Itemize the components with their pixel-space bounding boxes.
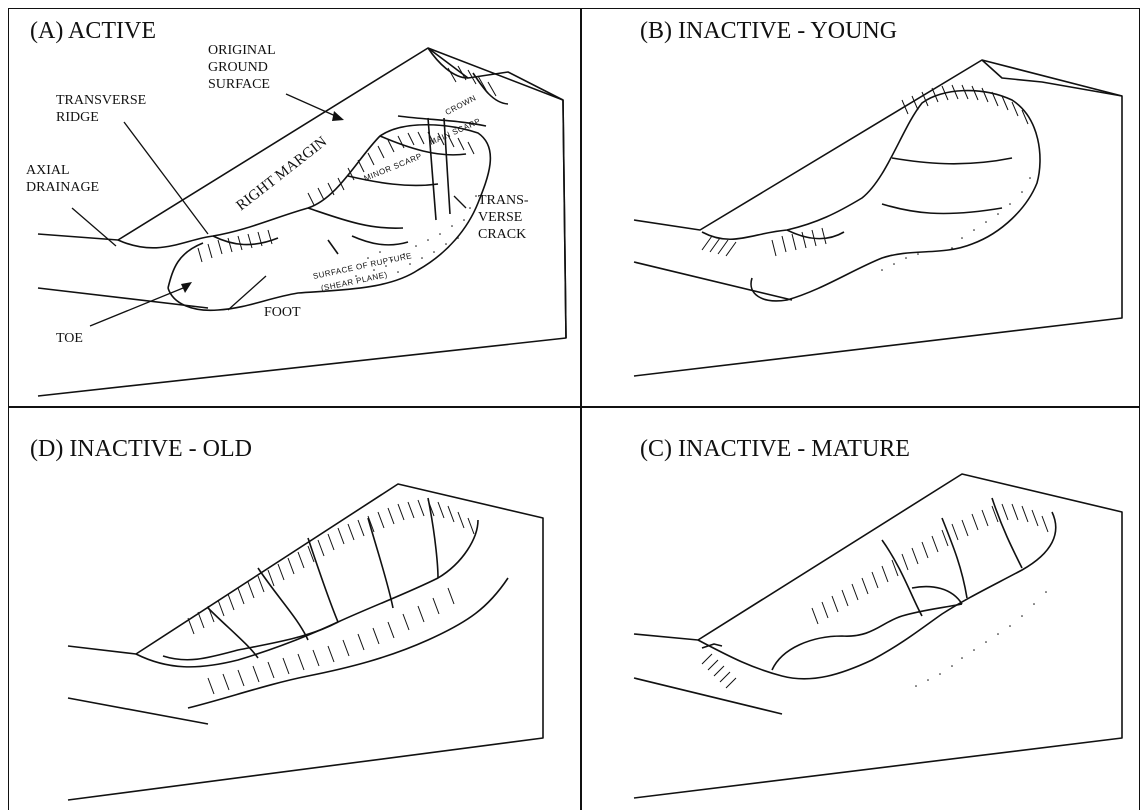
panel-inactive-mature: (C) INACTIVE - MATURE	[582, 408, 1140, 810]
label-original-ground-surface: ORIGINAL GROUND SURFACE	[208, 42, 276, 93]
label-foot: FOOT	[264, 304, 301, 321]
panel-inactive-old: (D) INACTIVE - OLD	[8, 408, 580, 810]
label-axial-drainage: AXIAL DRAINAGE	[26, 162, 99, 196]
landslide-old-sketch	[8, 408, 580, 810]
landslide-young-sketch	[582, 8, 1140, 406]
landslide-mature-sketch	[582, 408, 1140, 810]
label-transverse-ridge: TRANSVERSE RIDGE	[56, 92, 146, 126]
panel-inactive-young: (B) INACTIVE - YOUNG	[582, 8, 1140, 406]
label-toe: TOE	[56, 330, 83, 347]
label-transverse-crack: TRANS- VERSE CRACK	[478, 192, 529, 243]
panel-active: (A) ACTIVE	[8, 8, 580, 406]
